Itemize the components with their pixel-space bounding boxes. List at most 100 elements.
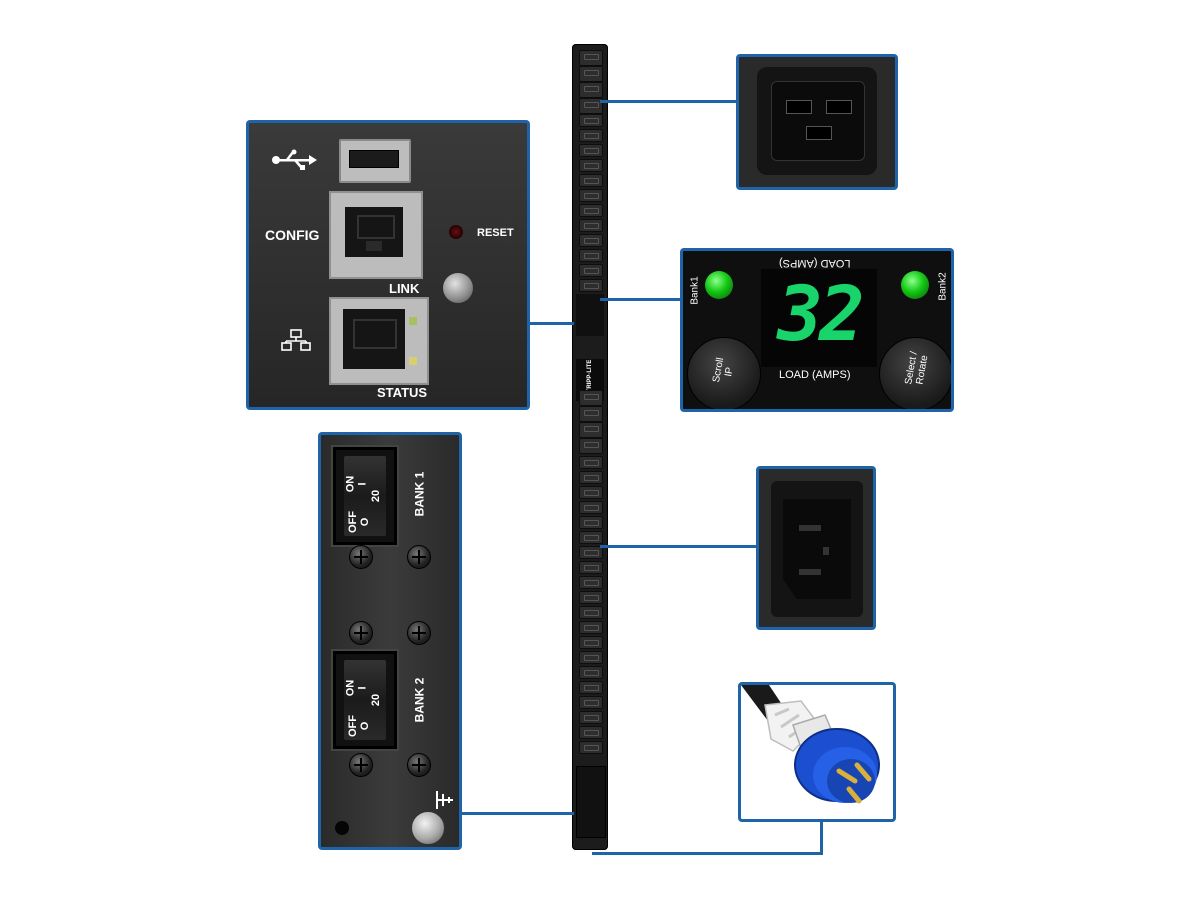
screw-icon xyxy=(407,621,431,645)
c13-outlet xyxy=(579,204,603,217)
link-label: LINK xyxy=(389,281,420,296)
connector-plug-horizontal xyxy=(592,852,823,855)
select-rotate-button[interactable]: Select / Rotate xyxy=(879,337,951,409)
c13-outlet xyxy=(579,531,603,544)
c19-outlet xyxy=(757,67,877,175)
c13-outlet xyxy=(579,234,603,247)
c13-outlet xyxy=(579,486,603,499)
c13-outlet xyxy=(579,696,603,709)
status-label: STATUS xyxy=(377,385,428,400)
network-port[interactable] xyxy=(329,297,429,385)
c13-outlet xyxy=(579,666,603,679)
c13-outlet xyxy=(579,144,603,157)
c13-outlet xyxy=(579,159,603,172)
breaker2-rating: 20 xyxy=(370,693,383,707)
c19-outlet xyxy=(579,390,603,406)
bank1-breaker-label: BANK 1 xyxy=(412,471,427,517)
network-icon xyxy=(281,329,311,351)
c19-outlet xyxy=(579,50,603,66)
scroll-ip-label: Scroll IP xyxy=(710,356,736,384)
pdu-bottom-module xyxy=(576,766,606,838)
c13-outlet xyxy=(579,621,603,634)
c13-outlet xyxy=(579,726,603,739)
screw-icon xyxy=(349,753,373,777)
display-screen: 32 xyxy=(761,269,877,367)
c13-outlet xyxy=(579,711,603,724)
c13-outlet xyxy=(579,279,603,292)
connector-display xyxy=(600,298,682,301)
scroll-ip-button[interactable]: Scroll IP xyxy=(687,337,761,409)
breaker-bank2[interactable]: ON I 20 OFF O xyxy=(333,651,397,749)
c19-outlet-panel xyxy=(736,54,898,190)
iec-plug-image xyxy=(741,685,880,804)
breaker2-on-label: ON I xyxy=(344,679,369,697)
bank2-label: Bank2 xyxy=(937,272,949,301)
load-reading: 32 xyxy=(777,269,865,358)
network-led-top xyxy=(409,317,417,325)
display-header-mirrored: LOAD (AMPS) xyxy=(779,257,851,269)
reset-label: RESET xyxy=(477,227,514,239)
config-label: CONFIG xyxy=(265,227,320,243)
reset-button[interactable] xyxy=(449,225,463,239)
ground-stud xyxy=(411,811,445,845)
connector-c19 xyxy=(600,100,738,103)
bank2-breaker-label: BANK 2 xyxy=(412,677,427,723)
io-panel: CONFIG RESET LINK STATUS xyxy=(246,120,530,410)
network-led-bottom xyxy=(409,357,417,365)
plug-panel xyxy=(738,682,896,822)
c19-outlet xyxy=(579,98,603,114)
bank2-led xyxy=(901,271,929,299)
screw-icon xyxy=(349,621,373,645)
c13-outlet xyxy=(579,591,603,604)
usb-icon xyxy=(272,149,317,170)
c13-outlet xyxy=(579,456,603,469)
c13-outlet xyxy=(579,501,603,514)
c13-outlet xyxy=(579,516,603,529)
usb-port[interactable] xyxy=(339,139,411,183)
screw-icon xyxy=(349,545,373,569)
bank1-led xyxy=(705,271,733,299)
c13-outlet xyxy=(579,741,603,754)
pdu-strip: TRIPP·LITE xyxy=(572,44,608,850)
display-footer: LOAD (AMPS) xyxy=(779,369,851,381)
c13-outlet xyxy=(579,546,603,559)
breaker-bank1[interactable]: ON I 20 OFF O xyxy=(333,447,397,545)
c13-outlet xyxy=(579,471,603,484)
breaker2-off-label: OFF O xyxy=(347,715,371,737)
c13-outlet xyxy=(579,681,603,694)
panel-hole xyxy=(335,821,349,835)
connector-breaker xyxy=(460,812,574,815)
c13-outlet xyxy=(579,576,603,589)
load-display-panel: LOAD (AMPS) Bank1 Bank2 32 LOAD (AMPS) S… xyxy=(680,248,954,412)
c13-outlet xyxy=(771,481,863,617)
breaker-panel: ON I 20 OFF O BANK 1 ON I 20 OFF O BANK … xyxy=(318,432,462,850)
bank1-label: Bank1 xyxy=(689,276,701,305)
select-rotate-label: Select / Rotate xyxy=(903,350,931,386)
config-port[interactable] xyxy=(329,191,423,279)
c13-outlet xyxy=(579,651,603,664)
c13-outlet-panel xyxy=(756,466,876,630)
c13-outlet xyxy=(579,606,603,619)
connector-io xyxy=(528,322,574,325)
c19-outlet xyxy=(579,82,603,98)
c13-outlet xyxy=(579,114,603,127)
breaker1-rating: 20 xyxy=(370,489,383,503)
c13-outlet xyxy=(579,174,603,187)
c13-outlet xyxy=(579,129,603,142)
screw-icon xyxy=(407,545,431,569)
c19-outlet xyxy=(579,406,603,422)
screw-icon xyxy=(407,753,431,777)
connector-c13 xyxy=(600,545,758,548)
ground-icon xyxy=(436,791,453,809)
c13-outlet xyxy=(579,264,603,277)
c13-outlet xyxy=(579,189,603,202)
c13-outlet xyxy=(579,636,603,649)
c19-outlet xyxy=(579,66,603,82)
c13-outlet xyxy=(579,219,603,232)
link-led xyxy=(443,273,473,303)
breaker1-on-label: ON I xyxy=(344,475,369,493)
c19-outlet xyxy=(579,422,603,438)
c13-outlet xyxy=(579,249,603,262)
breaker1-off-label: OFF O xyxy=(347,511,371,533)
connector-plug-vertical xyxy=(820,820,823,855)
